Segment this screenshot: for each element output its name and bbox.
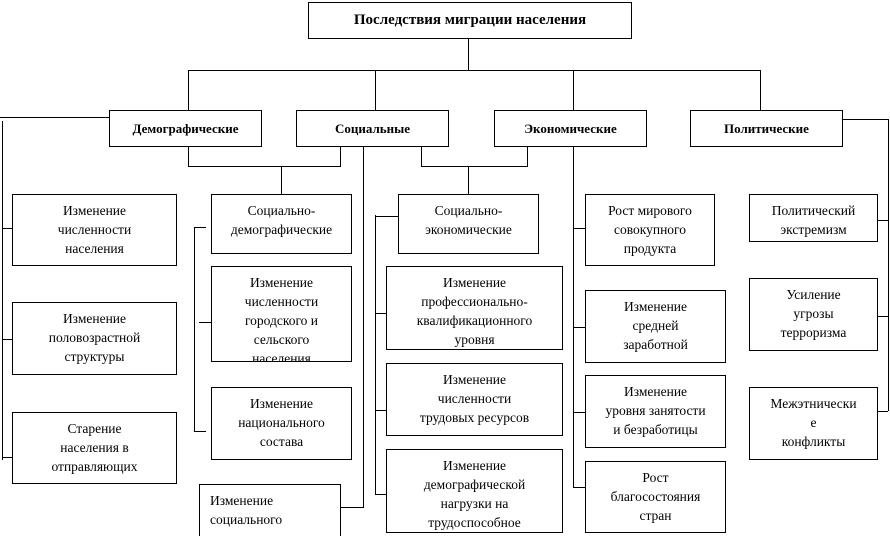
demographic-item: Старение населения в отправляющих — [12, 412, 177, 484]
socio-economic-item: Изменение численности трудовых ресурсов — [386, 363, 563, 436]
economic-item: Рост мирового совокупного продукта — [585, 194, 715, 266]
economic-item: Рост благосостояния стран — [585, 461, 726, 533]
socio-demographic-header: Социально- демографические — [211, 194, 352, 254]
socio-demographic-item: Изменение численности городского и сельс… — [211, 266, 352, 362]
political-item: Межэтнически е конфликты — [749, 387, 878, 460]
socio-economic-item: Изменение демографической нагрузки на тр… — [386, 449, 563, 533]
demographic-item: Изменение численности населения — [12, 194, 177, 266]
economic-item: Изменение средней заработной — [585, 290, 726, 363]
socio-economic-item: Изменение профессионально- квалификацион… — [386, 266, 563, 350]
socio-economic-header: Социально- экономические — [398, 194, 539, 254]
social-extra-item: Изменение социального — [199, 484, 341, 536]
political-item: Политический экстремизм — [749, 194, 878, 242]
category-demographic: Демографические — [109, 110, 262, 147]
category-political: Политические — [690, 110, 843, 147]
diagram-title: Последствия миграции населения — [308, 2, 632, 39]
socio-demographic-item: Изменение национального состава — [211, 387, 352, 460]
political-item: Усиление угрозы терроризма — [749, 278, 878, 351]
category-social: Социальные — [296, 110, 449, 147]
category-economic: Экономические — [494, 110, 647, 147]
demographic-item: Изменение половозрастной структуры — [12, 302, 177, 375]
economic-item: Изменение уровня занятости и безработицы — [585, 375, 726, 448]
